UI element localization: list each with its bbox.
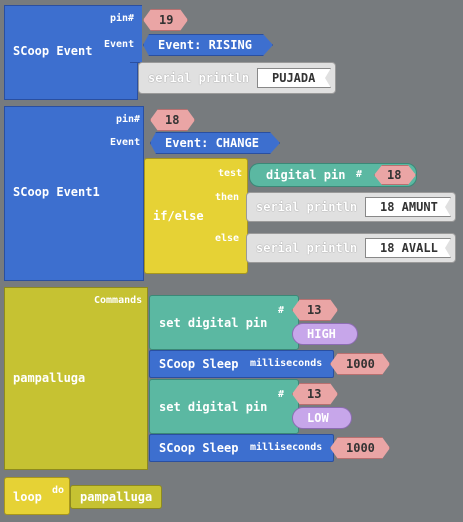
loop-call-label: pampalluga [80,490,153,504]
scoop-event1-event-dropdown[interactable]: Event: CHANGE [150,132,280,154]
then-println-string[interactable]: 18 AMUNT [365,197,451,217]
scoop-event-println-block[interactable]: serial println PUJADA [138,62,336,94]
loop-title: loop [13,490,42,504]
set-digital-pin-2-label: set digital pin [159,400,268,414]
scoop-event1-pin-value[interactable]: 18 [150,109,195,131]
scoop-sleep-1-ms[interactable]: 1000 [330,353,390,375]
set-digital-pin-1-value-text: HIGH [307,327,336,341]
loop-call-pampalluga[interactable]: pampalluga [70,485,162,509]
scoop-event1-block[interactable] [4,106,144,281]
scoop-event-println-string[interactable]: PUJADA [257,68,331,88]
scoop-event-block[interactable] [4,5,138,100]
scoop-event1-pin-text: 18 [165,113,180,127]
scoop-event-println-label: serial println [148,71,250,85]
scoop-event1-pin-label: pin# [116,114,141,125]
scoop-event-event-label: Event [104,39,135,50]
scoop-sleep-1-ms-text: 1000 [346,357,375,371]
digital-pin-label: digital pin [266,168,346,182]
set-digital-pin-1-value[interactable]: HIGH [292,323,358,345]
scoop-sleep-1-ms-label: milliseconds [250,358,323,369]
set-digital-pin-1-block[interactable]: set digital pin # [149,295,299,350]
scoop-event-pin-label: pin# [110,13,135,24]
scoop-event-event-text: Event: RISING [158,38,252,52]
digital-pin-value[interactable]: 18 [374,165,416,185]
scoop-event-inner-arm [130,5,142,63]
scoop-sleep-1-block[interactable]: SCoop Sleep milliseconds [149,350,334,378]
scoop-sleep-2-ms-text: 1000 [346,441,375,455]
set-digital-pin-2-hash: # [278,389,285,400]
set-digital-pin-2-block[interactable]: set digital pin # [149,379,299,434]
ifelse-block[interactable] [144,158,248,274]
ifelse-else-label: else [215,233,240,244]
pampalluga-commands-label: Commands [94,295,143,306]
then-println-label: serial println [256,200,358,214]
scoop-event1-event-label: Event [110,137,141,148]
scoop-event-title: SCoop Event [13,44,93,58]
pampalluga-block[interactable] [4,287,148,470]
set-digital-pin-1-pin[interactable]: 13 [292,299,338,321]
scoop-sleep-2-label: SCoop Sleep [159,441,239,455]
ifelse-title: if/else [153,209,204,223]
digital-pin-value-text: 18 [387,168,402,182]
scoop-event-pin-text: 19 [159,13,174,27]
else-println-value: 18 AVALL [380,241,438,255]
loop-block[interactable] [4,477,70,515]
set-digital-pin-2-value-text: LOW [307,411,329,425]
pampalluga-title: pampalluga [13,371,86,385]
set-digital-pin-2-pin[interactable]: 13 [292,383,338,405]
then-println-block[interactable]: serial println 18 AMUNT [246,192,456,222]
ifelse-then-label: then [215,192,240,203]
set-digital-pin-1-pin-text: 13 [307,303,322,317]
scoop-event1-event-text: Event: CHANGE [165,136,259,150]
scoop-event-println-value: PUJADA [272,71,316,85]
scoop-sleep-2-ms[interactable]: 1000 [330,437,390,459]
else-println-string[interactable]: 18 AVALL [365,238,451,258]
then-println-value: 18 AMUNT [380,200,438,214]
scoop-sleep-2-ms-label: milliseconds [250,442,323,453]
scoop-event1-title: SCoop Event1 [13,185,100,199]
digital-pin-block[interactable]: digital pin # 18 [249,163,417,187]
set-digital-pin-2-pin-text: 13 [307,387,322,401]
scoop-event-pin-value[interactable]: 19 [143,9,188,31]
digital-pin-hash: # [356,169,363,180]
else-println-block[interactable]: serial println 18 AVALL [246,233,456,263]
else-println-label: serial println [256,241,358,255]
loop-do-label: do [52,485,65,496]
scoop-sleep-1-label: SCoop Sleep [159,357,239,371]
set-digital-pin-2-value[interactable]: LOW [292,407,352,429]
ifelse-test-label: test [218,168,243,179]
scoop-event-event-dropdown[interactable]: Event: RISING [143,34,273,56]
set-digital-pin-1-label: set digital pin [159,316,268,330]
scoop-sleep-2-block[interactable]: SCoop Sleep milliseconds [149,434,334,462]
set-digital-pin-1-hash: # [278,305,285,316]
